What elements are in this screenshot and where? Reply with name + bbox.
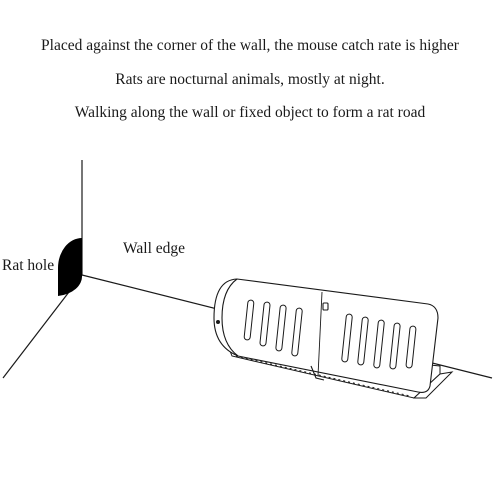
trap-vent-slot bbox=[389, 322, 401, 370]
trap-center-seam bbox=[317, 291, 323, 377]
trap-vent-slot bbox=[341, 313, 353, 363]
trap-end-screw bbox=[216, 320, 220, 324]
trap-latch bbox=[322, 302, 329, 311]
trap-vent-slot bbox=[259, 301, 271, 347]
trap-vent-slot bbox=[275, 304, 287, 352]
trap-door-hinge bbox=[310, 365, 325, 381]
trap-end-cap bbox=[221, 278, 239, 357]
trap-vent-slot bbox=[373, 319, 385, 369]
rat-hole-label: Rat hole bbox=[2, 257, 55, 274]
rat-hole-shape bbox=[58, 238, 83, 296]
trap-vent-slot bbox=[243, 299, 255, 341]
trap-vents bbox=[243, 299, 417, 370]
caption-nocturnal: Rats are nocturnal animals, mostly at ni… bbox=[115, 71, 385, 88]
caption-corner-placement: Placed against the corner of the wall, t… bbox=[41, 37, 459, 54]
trap-vent-slot bbox=[291, 307, 303, 357]
trap-vent-slot bbox=[357, 316, 369, 366]
caption-rat-road: Walking along the wall or fixed object t… bbox=[74, 104, 426, 121]
trap-vent-slot bbox=[405, 325, 417, 369]
wall-edge-label: Wall edge bbox=[123, 240, 186, 257]
